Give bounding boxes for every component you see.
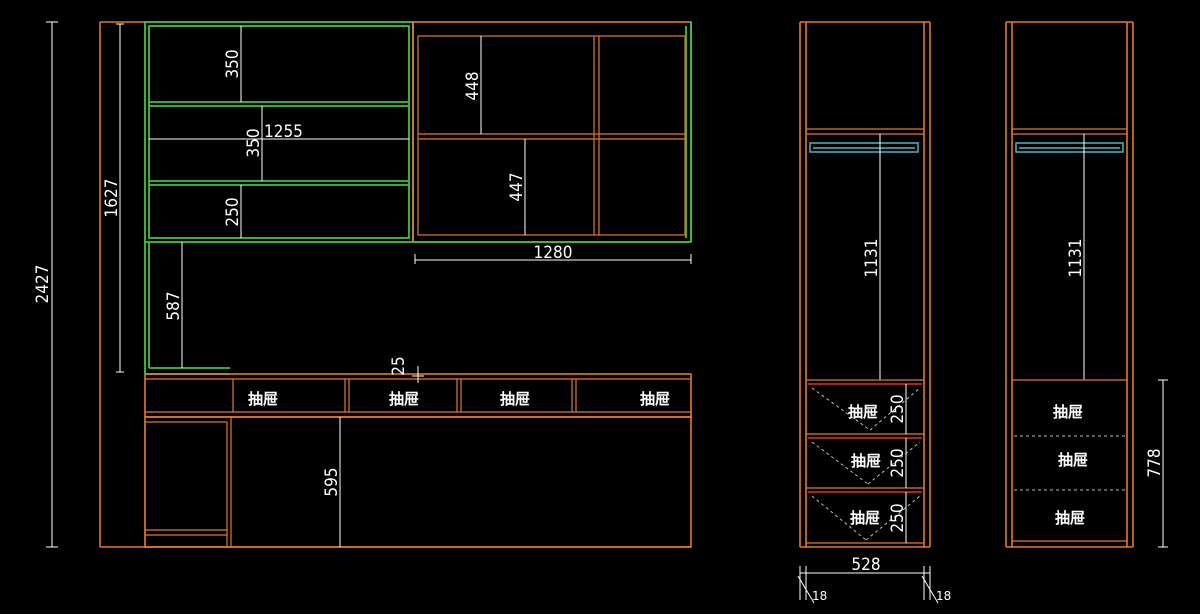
upper-cabinet (412, 21, 692, 243)
drawer-label: 抽屉 (1053, 403, 1083, 421)
dim-open-shelf-3: 250 (223, 197, 243, 226)
dim-drawer-3: 250 (888, 503, 908, 532)
side-view-1: 1131 250 250 250 528 18 18 抽屉 抽屉 抽屉 (797, 21, 951, 604)
side-view-2: 1131 778 抽屉 抽屉 抽屉 (1005, 21, 1168, 548)
dim-depth: 528 (851, 555, 880, 575)
dim-hanging-1: 1131 (862, 239, 882, 278)
drawer-label: 抽屉 (1058, 451, 1088, 469)
dim-panel-left: 18 (812, 589, 827, 603)
front-dimension-lines (46, 21, 692, 548)
dim-open-shelf-1: 350 (223, 49, 243, 78)
dim-panel-right: 18 (936, 589, 951, 603)
dim-desk-gap: 587 (164, 291, 184, 320)
dim-drawer-2: 250 (888, 448, 908, 477)
dim-lower-height: 595 (322, 467, 342, 496)
dim-hanging-2: 1131 (1066, 239, 1086, 278)
drawer-label: 抽屉 (389, 390, 419, 408)
dim-upper-height: 1627 (102, 179, 122, 218)
dim-cabinet-lower: 447 (507, 172, 527, 201)
drawer-label: 抽屉 (1055, 509, 1085, 527)
dim-desk-top: 25 (389, 356, 409, 375)
drawer-label: 抽屉 (848, 403, 878, 421)
hanging-rail (1015, 142, 1124, 153)
drawer-label: 抽屉 (850, 509, 880, 527)
dim-drawer-1: 250 (888, 394, 908, 423)
dim-overall-height: 2427 (33, 265, 53, 304)
front-elevation: 2427 1627 350 350 1255 250 448 447 1280 … (33, 21, 692, 548)
lower-cabinet (144, 416, 692, 548)
drawer-label: 抽屉 (248, 390, 278, 408)
drawer-label: 抽屉 (851, 452, 881, 470)
drawer-label: 抽屉 (640, 390, 670, 408)
dim-cabinet-upper: 448 (463, 71, 483, 100)
dim-open-width: 1255 (264, 122, 303, 142)
drawer-label: 抽屉 (500, 390, 530, 408)
dim-open-shelf-2: 350 (244, 128, 264, 157)
dim-drawer-zone: 778 (1145, 448, 1165, 477)
open-shelf-unit (144, 21, 414, 375)
hanging-rail (809, 142, 919, 153)
dim-cabinet-width: 1280 (534, 243, 573, 263)
